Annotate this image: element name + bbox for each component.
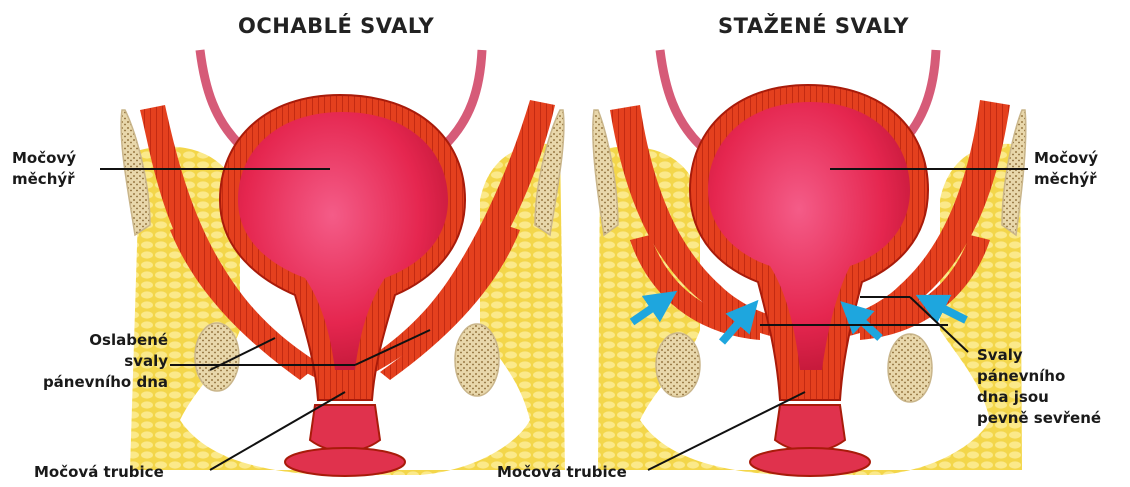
weak-muscles-label: Oslabené svaly pánevního dna <box>43 330 168 393</box>
urethra-opening <box>310 405 380 451</box>
weak-muscles-label-line: svaly <box>43 351 168 372</box>
left-illustration <box>121 50 565 476</box>
urethra-label-right: Močová trubice <box>497 462 627 483</box>
urethra-label-left: Močová trubice <box>34 462 164 483</box>
bladder-label-line: měchýř <box>1034 169 1098 190</box>
pelvic-bone-left-lower <box>656 333 700 397</box>
vaginal-opening <box>285 448 405 476</box>
pelvic-bone-right-lower <box>455 324 499 396</box>
bladder-label-right: Močový měchýř <box>1034 148 1098 190</box>
weak-muscles-label-line: pánevního dna <box>43 372 168 393</box>
pelvic-bone-right-lower <box>888 334 932 402</box>
ureter-left <box>200 50 240 145</box>
tight-muscles-label-line: pánevního <box>977 366 1101 387</box>
bladder-label-line: Močový <box>1034 148 1098 169</box>
tight-muscles-label-line: Svaly <box>977 345 1101 366</box>
bladder-label-line: Močový <box>12 148 76 169</box>
tight-muscles-label-line: pevně sevřené <box>977 408 1101 429</box>
left-panel-title: OCHABLÉ SVALY <box>238 14 434 38</box>
bladder-label-line: měchýř <box>12 169 76 190</box>
ureter-right <box>445 50 482 145</box>
ureter-left <box>660 50 700 145</box>
tight-muscles-label-line: dna jsou <box>977 387 1101 408</box>
vaginal-opening <box>750 448 870 476</box>
right-panel-title: STAŽENÉ SVALY <box>718 14 909 38</box>
tight-muscles-label: Svaly pánevního dna jsou pevně sevřené <box>977 345 1101 429</box>
bladder-label-left: Močový měchýř <box>12 148 76 190</box>
weak-muscles-label-line: Oslabené <box>43 330 168 351</box>
urethra-opening <box>775 405 845 451</box>
pelvic-bone-left-lower <box>195 323 239 391</box>
right-illustration <box>593 50 1026 476</box>
